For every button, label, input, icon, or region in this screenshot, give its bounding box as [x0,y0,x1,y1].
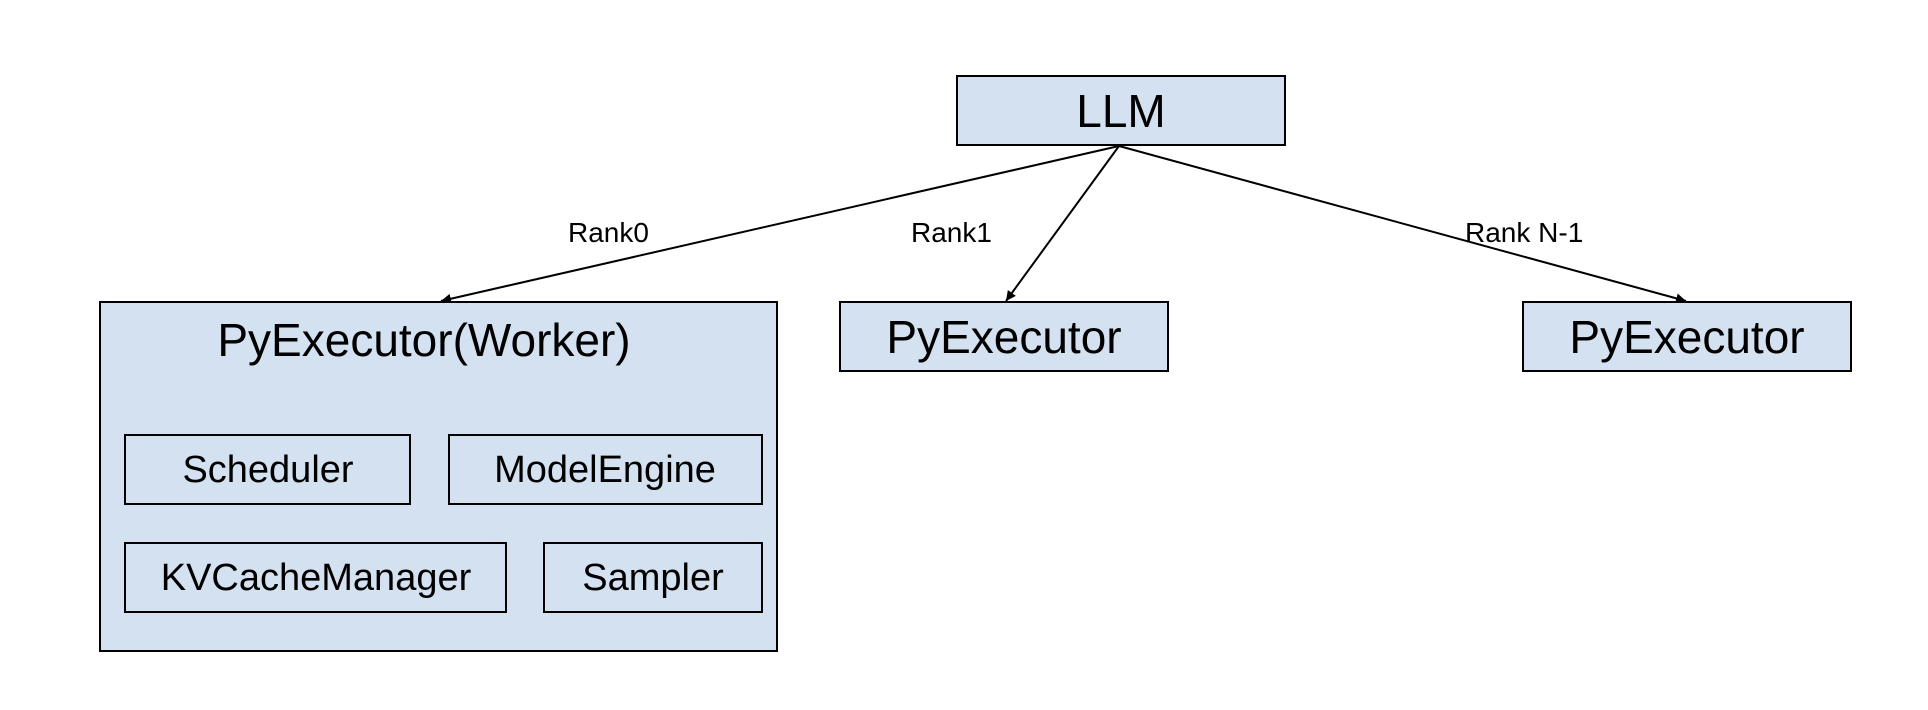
sampler-label: Sampler [582,557,724,599]
llm-label: LLM [1076,85,1165,137]
sampler-box [543,542,763,613]
executor-rank-n1-label: PyExecutor [1569,311,1804,363]
executor-rank1-node: PyExecutor [839,301,1169,372]
llm-box [956,75,1286,146]
worker-node: PyExecutor(Worker) Scheduler ModelEngine… [99,301,778,652]
executor-rank-n1-box [1522,301,1852,372]
kv-cache-manager-label: KVCacheManager [161,557,472,599]
edge-rank0-arrow [440,145,1120,304]
kv-cache-manager-component: KVCacheManager [124,542,507,613]
edge-label-rank0: Rank0 [568,217,649,248]
worker-title: PyExecutor(Worker) [217,314,630,366]
model-engine-label: ModelEngine [494,449,716,491]
executor-rank1-label: PyExecutor [886,311,1121,363]
kv-cache-manager-box [124,542,507,613]
edge-label-rank-n1: Rank N-1 [1465,217,1583,248]
edge-rank-n1-arrow [1118,145,1687,304]
llm-node: LLM [956,75,1286,146]
edge-rank1-arrow [1005,145,1120,302]
executor-rank1-box [839,301,1169,372]
model-engine-component: ModelEngine [448,434,763,505]
executor-rank-n1-node: PyExecutor [1522,301,1852,372]
scheduler-component: Scheduler [124,434,411,505]
scheduler-box [124,434,411,505]
model-engine-box [448,434,763,505]
scheduler-label: Scheduler [182,449,353,491]
edge-label-rank1: Rank1 [911,217,992,248]
sampler-component: Sampler [543,542,763,613]
